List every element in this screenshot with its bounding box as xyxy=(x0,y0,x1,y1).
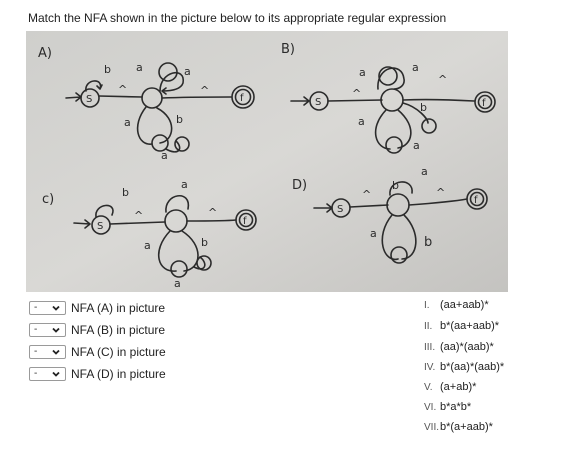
option-numeral: V. xyxy=(424,382,433,393)
chevron-down-icon xyxy=(52,327,60,333)
panel-b-edge-label: a xyxy=(359,66,366,79)
match-label-b: NFA (B) in picture xyxy=(71,323,166,337)
panel-d-edge-label: b xyxy=(424,235,432,250)
panel-c-edge-label: a xyxy=(144,239,151,252)
select-nfa-c-value: - xyxy=(34,346,38,357)
match-row-c: - NFA (C) in picture xyxy=(29,344,166,360)
panel-c-edge-label: ^ xyxy=(134,209,143,222)
regex-option: IV. b*(aa)*(aab)* xyxy=(424,361,504,373)
panel-b-final-label: f xyxy=(482,98,486,109)
option-expression: b*(aa)*(aab)* xyxy=(440,361,505,373)
panel-c-edge-label: a xyxy=(181,178,188,191)
match-row-a: - NFA (A) in picture xyxy=(29,300,165,316)
panel-d-edge-label: a xyxy=(421,165,428,178)
match-label-a: NFA (A) in picture xyxy=(71,301,166,315)
option-expression: (a+ab)* xyxy=(440,381,477,393)
panel-d-edge-label: ^ xyxy=(362,188,371,201)
select-nfa-b-value: - xyxy=(34,324,38,335)
panel-c-edge-label: b xyxy=(122,186,129,199)
panel-d-edge-label: ^ xyxy=(436,186,445,199)
option-numeral: VI. xyxy=(424,402,437,413)
panel-d-final-label: f xyxy=(474,195,478,206)
nfa-a-diagram xyxy=(65,62,255,153)
panel-a-edge-label: a xyxy=(184,65,191,78)
panel-a-edge-label: a xyxy=(124,116,131,129)
option-expression: (aa)*(aab)* xyxy=(440,341,494,353)
chevron-down-icon xyxy=(52,305,60,311)
panel-c-tag: c) xyxy=(42,192,54,207)
nfa-b-diagram xyxy=(290,66,496,154)
option-numeral: II. xyxy=(424,321,433,332)
panel-b-edge-label: a xyxy=(358,115,365,128)
panel-c-edge-label: a xyxy=(174,277,181,290)
panel-a-edge-label: b xyxy=(104,63,111,76)
panel-b-tag: B) xyxy=(281,42,295,57)
select-nfa-d-value: - xyxy=(34,368,38,379)
panel-a-tag: A) xyxy=(38,46,52,61)
panel-d-start-label: S xyxy=(337,204,343,215)
nfa-photo: A) B) c) D) S f S f S f S f b ^ a a ^ a … xyxy=(26,31,508,292)
panel-c-start-label: S xyxy=(97,221,103,232)
regex-option: V. (a+ab)* xyxy=(424,381,476,393)
regex-option: VII.b*(a+aab)* xyxy=(424,421,493,433)
chevron-down-icon xyxy=(52,349,60,355)
option-numeral: III. xyxy=(424,342,436,353)
panel-a-final-label: f xyxy=(240,93,244,104)
regex-option: III. (aa)*(aab)* xyxy=(424,341,494,353)
option-expression: b*(aa+aab)* xyxy=(440,320,500,332)
panel-b-edge-label: ^ xyxy=(352,87,361,100)
panel-b-edge-label: a xyxy=(412,61,419,74)
option-numeral: VII. xyxy=(424,422,440,433)
panel-d-edge-label: a xyxy=(370,227,377,240)
panel-a-edge-label: a xyxy=(136,61,143,74)
panel-c-final-label: f xyxy=(243,216,247,227)
select-nfa-c[interactable]: - xyxy=(29,345,66,359)
panel-b-edge-label: b xyxy=(420,101,427,114)
match-row-b: - NFA (B) in picture xyxy=(29,322,165,338)
question-prompt: Match the NFA shown in the picture below… xyxy=(28,11,447,25)
option-expression: b*a*b* xyxy=(440,401,472,413)
match-label-d: NFA (D) in picture xyxy=(71,367,166,381)
select-nfa-d[interactable]: - xyxy=(29,367,66,381)
regex-option: VI.b*a*b* xyxy=(424,401,471,413)
panel-b-edge-label: a xyxy=(413,139,420,152)
panel-c-edge-label: b xyxy=(201,236,208,249)
chevron-down-icon xyxy=(52,371,60,377)
match-label-c: NFA (C) in picture xyxy=(71,345,166,359)
select-nfa-a[interactable]: - xyxy=(29,301,66,315)
nfa-c-diagram xyxy=(73,194,257,278)
regex-option: I. (aa+aab)* xyxy=(424,299,489,311)
panel-d-tag: D) xyxy=(292,178,307,193)
option-expression: b*(a+aab)* xyxy=(440,421,493,433)
panel-a-edge-label: ^ xyxy=(200,84,209,97)
panel-a-edge-label: b xyxy=(176,113,183,126)
option-expression: (aa+aab)* xyxy=(440,299,489,311)
panel-d-edge-label: b xyxy=(392,179,399,192)
select-nfa-a-value: - xyxy=(34,302,38,313)
panel-a-start-label: S xyxy=(86,94,92,105)
nfa-d-diagram xyxy=(313,181,488,264)
option-numeral: IV. xyxy=(424,362,436,373)
panel-b-edge-label: ^ xyxy=(438,73,447,86)
select-nfa-b[interactable]: - xyxy=(29,323,66,337)
match-row-d: - NFA (D) in picture xyxy=(29,366,166,382)
regex-option: II. b*(aa+aab)* xyxy=(424,320,499,332)
panel-b-start-label: S xyxy=(315,97,321,108)
option-numeral: I. xyxy=(424,300,430,311)
panel-c-edge-label: ^ xyxy=(208,206,217,219)
panel-a-edge-label: a xyxy=(161,149,168,162)
panel-a-edge-label: ^ xyxy=(118,83,127,96)
